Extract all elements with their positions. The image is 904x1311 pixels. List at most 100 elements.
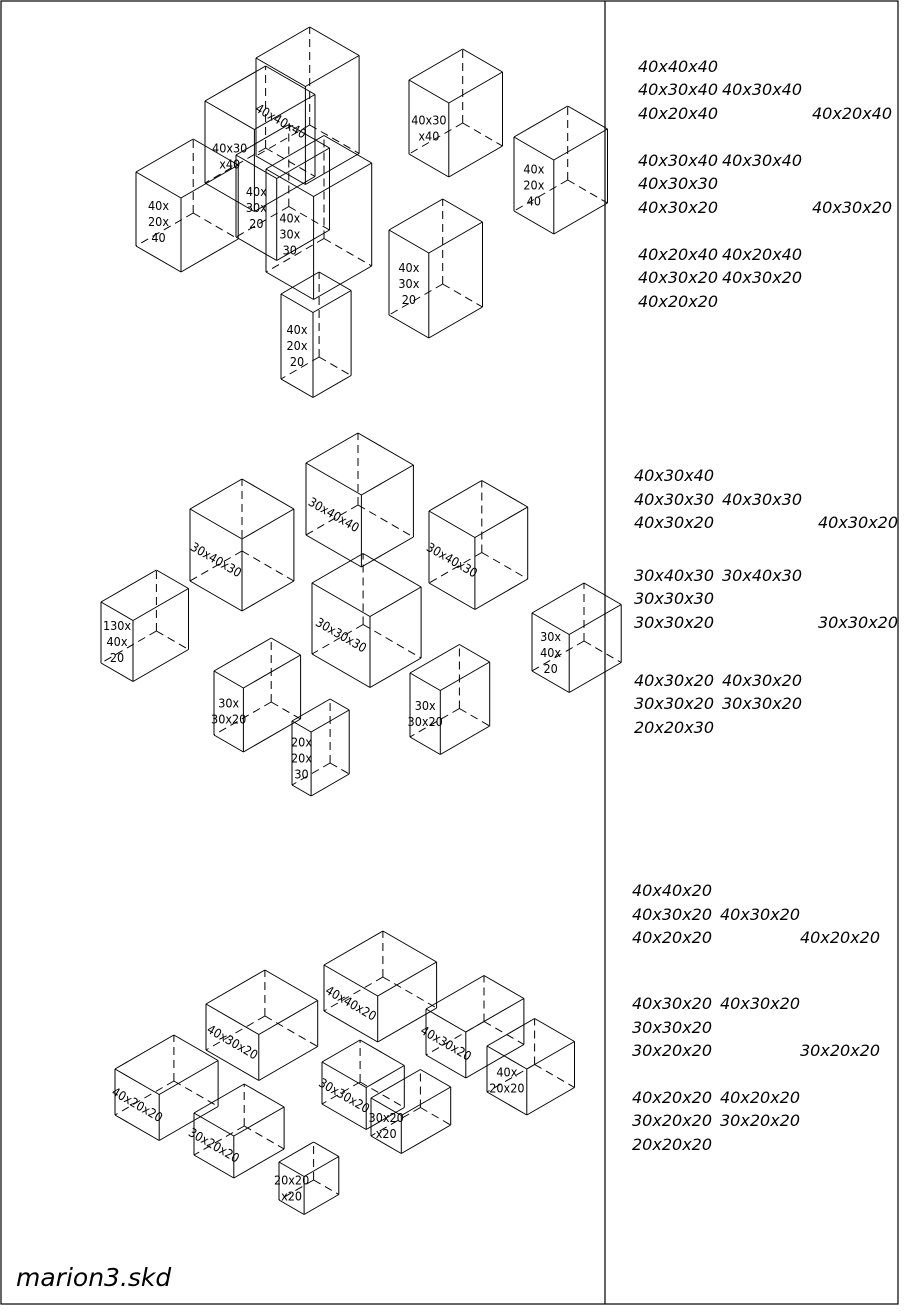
dimension-list-item: 40x30x20 bbox=[634, 513, 714, 532]
hidden-edge bbox=[193, 1125, 245, 1156]
box-edge bbox=[100, 569, 157, 603]
box-dimension-label: 20 bbox=[249, 216, 263, 231]
box-edge bbox=[408, 79, 450, 104]
box-edge bbox=[486, 1091, 528, 1116]
box: 40x30x40 bbox=[204, 65, 316, 212]
hidden-edge bbox=[278, 1179, 314, 1201]
box-edge bbox=[114, 1114, 160, 1141]
box-dimension-label: 30x40x40 bbox=[306, 494, 362, 535]
box-dimension-label: 40x bbox=[398, 260, 419, 275]
box-edge bbox=[531, 670, 570, 693]
hidden-edge bbox=[318, 356, 352, 376]
box-edge bbox=[388, 198, 443, 231]
box: 40x20x40 bbox=[135, 138, 239, 273]
box-edge bbox=[241, 580, 295, 612]
box-edge bbox=[401, 1124, 451, 1154]
dimension-list-item: 30x40x30 bbox=[634, 566, 714, 585]
box-edge bbox=[255, 26, 310, 59]
box-edge bbox=[264, 969, 318, 1001]
dimension-list-item: 40x20x20 bbox=[720, 1088, 800, 1107]
hidden-edge bbox=[483, 1021, 525, 1045]
box-edge bbox=[205, 1003, 260, 1035]
box-edge bbox=[132, 588, 189, 621]
box-edge bbox=[442, 198, 483, 223]
hidden-edge bbox=[265, 147, 316, 177]
box-edge bbox=[370, 1097, 402, 1116]
box-dimension-label: 40x bbox=[279, 210, 300, 225]
box-edge bbox=[254, 176, 316, 212]
box-dimension-label: 40 bbox=[527, 194, 541, 209]
box-edge bbox=[265, 135, 325, 170]
box: 40x20x20 bbox=[280, 271, 352, 398]
hidden-edge bbox=[265, 238, 325, 273]
box: 40x30x20 bbox=[418, 975, 525, 1079]
dimension-list-item: 40x20x40 bbox=[812, 104, 892, 123]
box-edge bbox=[313, 162, 372, 197]
hidden-edge bbox=[481, 552, 528, 580]
dimension-list-item: 40x30x30 bbox=[634, 490, 714, 509]
dimension-list-item: 30x30x20 bbox=[634, 694, 714, 713]
box-edge bbox=[323, 1010, 378, 1043]
box-edge bbox=[193, 1112, 235, 1137]
box-edge bbox=[278, 1199, 305, 1215]
box: 30x40x40 bbox=[305, 432, 414, 568]
box-edge bbox=[305, 534, 362, 568]
box-edge bbox=[408, 153, 450, 178]
box-edge bbox=[361, 536, 414, 568]
box-dimension-label: 40x40x40 bbox=[253, 100, 309, 141]
box-edge bbox=[278, 1141, 314, 1163]
dimension-list-item: 30x30x30 bbox=[634, 589, 714, 608]
hidden-edge bbox=[357, 504, 414, 538]
box: 30x30x30 bbox=[311, 553, 422, 688]
box-edge bbox=[276, 147, 330, 179]
dimension-list-item: 40x20x20 bbox=[638, 292, 718, 311]
box-dimension-label: 40x20x20 bbox=[109, 1084, 165, 1125]
box-dimension-label: 20x bbox=[291, 751, 312, 766]
dimension-list-item: 30x20x20 bbox=[800, 1041, 880, 1060]
box-dimension-label: 130x bbox=[103, 618, 131, 633]
box: 40x20x20 bbox=[486, 1018, 575, 1116]
box-edge bbox=[382, 930, 437, 963]
hidden-edge bbox=[114, 1080, 175, 1116]
dimension-list-item: 30x40x30 bbox=[722, 566, 802, 585]
dimension-list-item: 20x20x30 bbox=[634, 718, 714, 737]
box-edge bbox=[513, 136, 555, 161]
box-edge bbox=[323, 135, 372, 164]
box-edge bbox=[313, 1141, 340, 1157]
box-edge bbox=[369, 657, 422, 688]
dimension-list-item: 40x30x20 bbox=[720, 905, 800, 924]
box: 20x20x20 bbox=[274, 1141, 340, 1215]
box-dimension-label: 20x20 bbox=[274, 1172, 309, 1187]
hidden-edge bbox=[583, 640, 622, 663]
dimension-list-item: 40x30x20 bbox=[638, 268, 718, 287]
box-edge bbox=[291, 698, 331, 722]
box-edge bbox=[235, 154, 277, 179]
dimension-list-item: 40x30x40 bbox=[638, 151, 718, 170]
box-edge bbox=[365, 1065, 405, 1088]
box-dimension-label: 40x bbox=[287, 322, 308, 337]
box-edge bbox=[474, 506, 528, 538]
box-edge bbox=[553, 128, 608, 161]
box-edge bbox=[311, 553, 364, 584]
dimension-list-item: 40x20x20 bbox=[632, 928, 712, 947]
box-edge bbox=[377, 961, 437, 997]
dimension-list-item: 40x30x40 bbox=[638, 80, 718, 99]
box-edge bbox=[213, 670, 244, 689]
box-dimension-label: 40x bbox=[540, 645, 561, 660]
box-dimension-label: 40x bbox=[148, 198, 169, 213]
box: 40x40x40 bbox=[253, 26, 360, 185]
box-edge bbox=[425, 1054, 467, 1079]
box-edge bbox=[370, 1135, 402, 1154]
box-edge bbox=[409, 736, 441, 755]
dimension-list-item: 40x30x20 bbox=[722, 671, 802, 690]
hidden-edge bbox=[213, 701, 272, 736]
box-edge bbox=[313, 265, 372, 300]
box-edge bbox=[462, 48, 503, 73]
box-edge bbox=[486, 1018, 535, 1047]
box-dimension-label: 40x bbox=[246, 184, 267, 199]
box-dimension-label: 20x bbox=[287, 338, 308, 353]
box-edge bbox=[310, 773, 350, 797]
box: 40x30x20 bbox=[205, 969, 319, 1081]
